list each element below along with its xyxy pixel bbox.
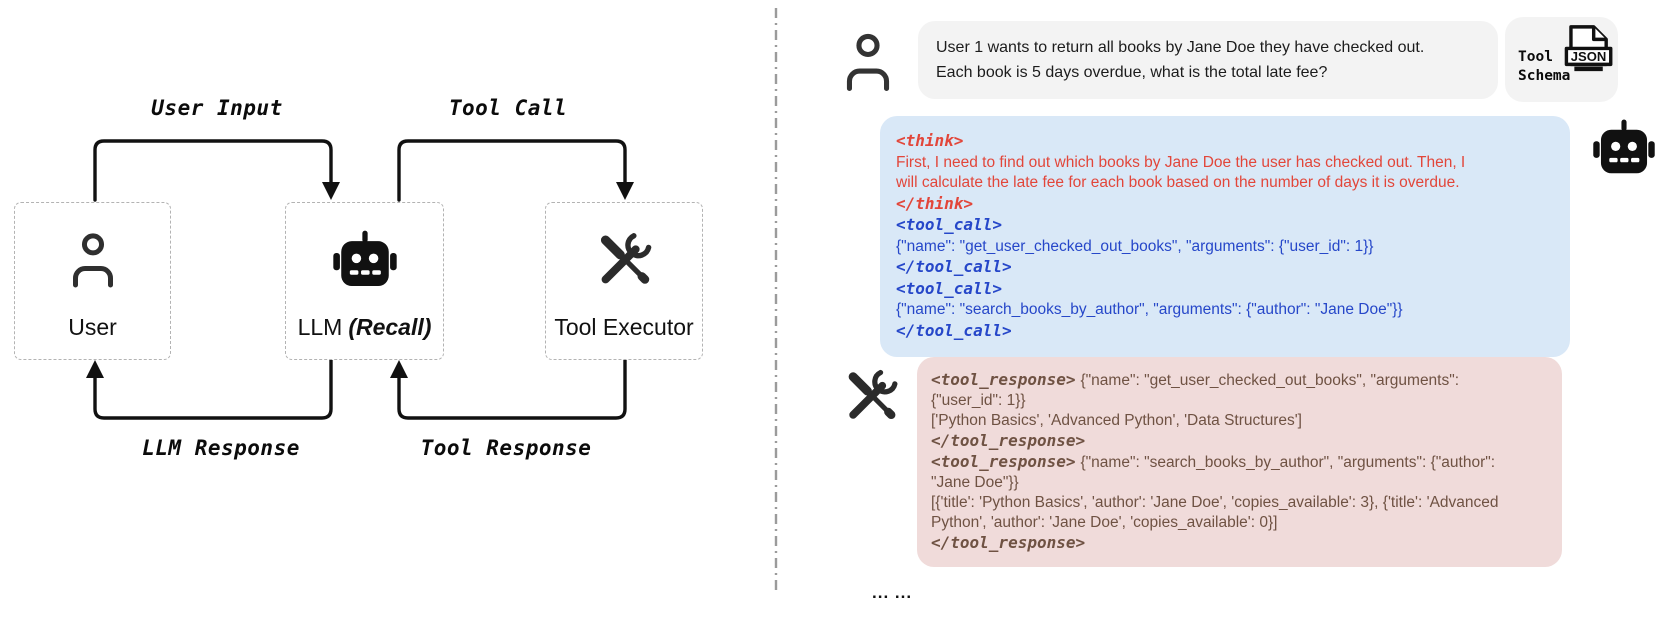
tool-call-1-json: {"name": "get_user_checked_out_books", "… bbox=[896, 237, 1374, 255]
person-icon bbox=[840, 30, 896, 99]
tool-response-1-close-tag: </tool_response> bbox=[931, 431, 1086, 450]
node-llm-label: LLM(Recall) bbox=[286, 314, 443, 341]
tool-response-2-open-tag: <tool_response> bbox=[931, 452, 1076, 471]
user-message-bubble: User 1 wants to return all books by Jane… bbox=[918, 21, 1498, 99]
tools-icon bbox=[840, 364, 902, 435]
tool-response-1-open-tag: <tool_response> bbox=[931, 370, 1076, 389]
tool-response-2-json-line2: "Jane Doe"}} bbox=[931, 474, 1019, 491]
tools-icon bbox=[546, 229, 702, 293]
node-llm-label-suffix: (Recall) bbox=[348, 314, 432, 340]
tool-call-2-open-tag: <tool_call> bbox=[896, 278, 1002, 298]
tool-schema-card: Tool Schema JSON bbox=[1505, 17, 1618, 102]
node-tool-executor: Tool Executor bbox=[545, 202, 703, 360]
tool-call-2-json: {"name": "search_books_by_author", "argu… bbox=[896, 301, 1403, 318]
edge-label-tool-call: Tool Call bbox=[448, 96, 568, 120]
arrow-tool-call bbox=[397, 139, 627, 202]
node-tool-executor-label: Tool Executor bbox=[554, 314, 694, 340]
tool-response-bubble: <tool_response>{"name": "get_user_checke… bbox=[917, 357, 1562, 567]
person-icon bbox=[15, 229, 170, 291]
edge-label-tool-response: Tool Response bbox=[420, 436, 592, 460]
user-message-line1: User 1 wants to return all books by Jane… bbox=[936, 39, 1425, 56]
node-user: User bbox=[14, 202, 171, 360]
tool-schema-label-line2: Schema bbox=[1518, 68, 1571, 84]
tool-call-2-close-tag: </tool_call> bbox=[896, 320, 1012, 340]
tool-response-1-json-line1: {"name": "get_user_checked_out_books", "… bbox=[1080, 372, 1460, 389]
robot-icon bbox=[1592, 118, 1656, 181]
tool-schema-label-line1: Tool bbox=[1518, 49, 1553, 65]
node-llm-label-main: LLM bbox=[297, 314, 343, 340]
user-message-line2: Each book is 5 days overdue, what is the… bbox=[936, 64, 1328, 81]
tool-response-1-json-line2: {"user_id": 1}} bbox=[931, 392, 1026, 409]
think-close-tag: </think> bbox=[896, 193, 974, 213]
svg-text:JSON: JSON bbox=[1571, 49, 1607, 64]
tool-call-1-open-tag: <tool_call> bbox=[896, 215, 1002, 234]
node-user-label: User bbox=[68, 314, 117, 340]
arrow-llm-response bbox=[93, 358, 333, 420]
node-llm: LLM(Recall) bbox=[285, 202, 444, 360]
robot-icon bbox=[286, 229, 443, 289]
arrow-user-input bbox=[93, 139, 333, 202]
tool-response-2-close-tag: </tool_response> bbox=[931, 533, 1086, 552]
tool-response-2-result-line1: [{'title': 'Python Basics', 'author': 'J… bbox=[931, 494, 1499, 511]
tool-response-2-json-line1: {"name": "search_books_by_author", "argu… bbox=[1080, 454, 1496, 471]
think-text-line1: First, I need to find out which books by… bbox=[896, 153, 1466, 171]
assistant-message-bubble: <think> First, I need to find out which … bbox=[880, 116, 1570, 357]
think-text-line2: will calculate the late fee for each boo… bbox=[896, 174, 1460, 191]
json-file-icon: JSON bbox=[1563, 23, 1613, 88]
tool-call-1-close-tag: </tool_call> bbox=[896, 257, 1012, 276]
edge-label-user-input: User Input bbox=[151, 96, 283, 120]
think-open-tag: <think> bbox=[896, 131, 964, 150]
continuation-ellipsis: ... ... bbox=[872, 583, 913, 602]
tool-response-2-result-line2: Python', 'author': 'Jane Doe', 'copies_a… bbox=[931, 514, 1278, 531]
arrow-tool-response bbox=[397, 358, 627, 420]
edge-label-llm-response: LLM Response bbox=[142, 436, 300, 460]
tool-schema-label: Tool Schema bbox=[1518, 48, 1570, 86]
tool-response-1-result: ['Python Basics', 'Advanced Python', 'Da… bbox=[931, 412, 1302, 429]
